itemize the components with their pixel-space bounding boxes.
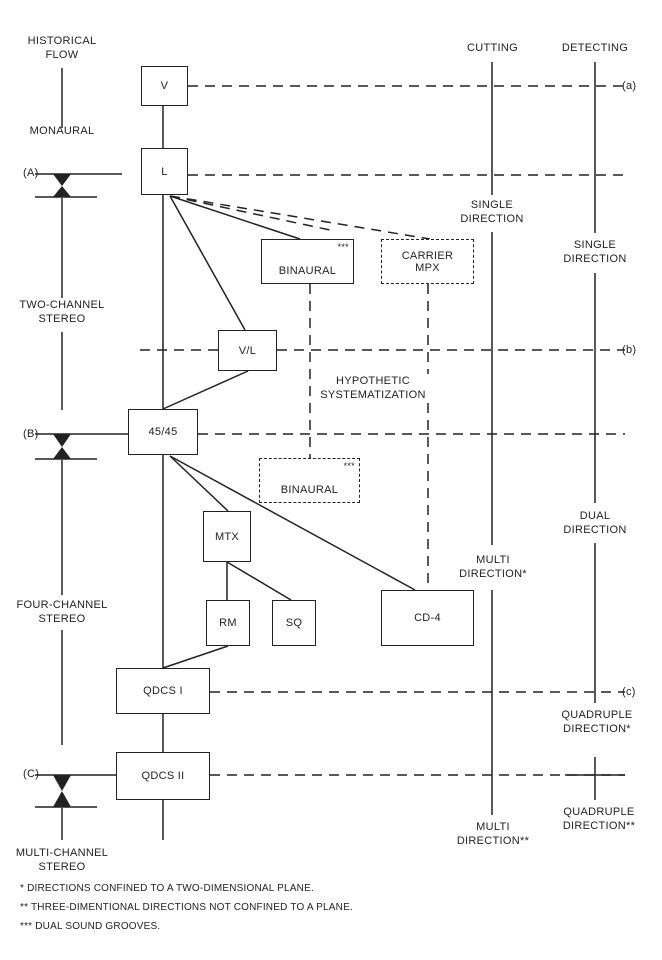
node-qdcs2: QDCS II: [116, 752, 210, 800]
bowtie-c-top: [53, 775, 71, 791]
detecting-single-direction: SINGLE DIRECTION: [552, 238, 638, 266]
link-l-vl: [169, 195, 246, 331]
era-four-channel: FOUR-CHANNEL STEREO: [16, 599, 108, 625]
link-mtx-sq: [226, 561, 292, 601]
bowtie-c-bottom: [53, 791, 71, 807]
footnote-1: * DIRECTIONS CONFINED TO A TWO-DIMENSION…: [20, 883, 314, 894]
node-carrier-mpx: CARRIER MPX: [381, 239, 474, 284]
bowtie-a-top: [53, 174, 71, 186]
footnote-3: *** DUAL SOUND GROOVES.: [20, 921, 161, 932]
node-mtx: MTX: [203, 511, 251, 562]
bowtie-a-bottom: [53, 186, 71, 197]
marker-A: (A): [23, 167, 39, 179]
node-binaural-top: *** BINAURAL: [261, 239, 354, 284]
node-l: L: [141, 148, 188, 195]
dash-l-binaural: [169, 195, 331, 231]
link-4545-mtx: [169, 455, 229, 512]
marker-a: (a): [622, 80, 637, 92]
marker-C: (C): [23, 768, 40, 780]
detecting-dual-direction: DUAL DIRECTION: [552, 509, 638, 537]
bowtie-b-top: [53, 434, 71, 447]
cutting-multi-direction-star: MULTI DIRECTION*: [448, 553, 538, 581]
detecting-quadruple-direction-star: QUADRUPLE DIRECTION*: [548, 708, 646, 736]
detecting-label: DETECTING: [561, 42, 629, 54]
hypothetic-label: HYPOTHETIC SYSTEMATIZATION: [314, 374, 432, 402]
link-l-binaural: [169, 195, 301, 240]
node-cd4: CD-4: [381, 590, 474, 646]
historical-flow-label: HISTORICAL FLOW: [27, 35, 97, 61]
node-4545: 45/45: [128, 409, 198, 455]
node-sq: SQ: [272, 600, 316, 646]
node-v: V: [141, 66, 188, 106]
binaural-top-label: BINAURAL: [278, 265, 337, 277]
era-monaural: MONAURAL: [29, 125, 95, 137]
era-two-channel: TWO-CHANNEL STEREO: [19, 299, 105, 325]
dash-l-carrier: [169, 195, 431, 240]
era-multi-channel: MULTI-CHANNEL STEREO: [15, 847, 109, 873]
marker-c: (c): [622, 686, 636, 698]
marker-B: (B): [23, 428, 39, 440]
detecting-quadruple-direction-double-star: QUADRUPLE DIRECTION**: [562, 806, 636, 832]
binaural-bottom-note: ***: [343, 461, 355, 471]
footnote-2: ** THREE-DIMENTIONAL DIRECTIONS NOT CONF…: [20, 902, 353, 913]
link-rm-qdcs1: [162, 645, 229, 669]
cutting-multi-direction-double-star: MULTI DIRECTION**: [456, 821, 530, 847]
binaural-bottom-label: BINAURAL: [280, 484, 339, 496]
link-vl-4545: [162, 370, 249, 410]
node-vl: V/L: [218, 330, 277, 371]
node-rm: RM: [206, 600, 250, 646]
cutting-single-direction: SINGLE DIRECTION: [450, 198, 534, 226]
marker-b: (b): [622, 344, 637, 356]
node-qdcs1: QDCS I: [116, 668, 210, 714]
binaural-top-note: ***: [337, 242, 349, 252]
link-4545-cd4: [169, 455, 416, 591]
cutting-label: CUTTING: [467, 42, 518, 54]
bowtie-b-bottom: [53, 447, 71, 459]
node-binaural-bottom: *** BINAURAL: [259, 458, 360, 503]
